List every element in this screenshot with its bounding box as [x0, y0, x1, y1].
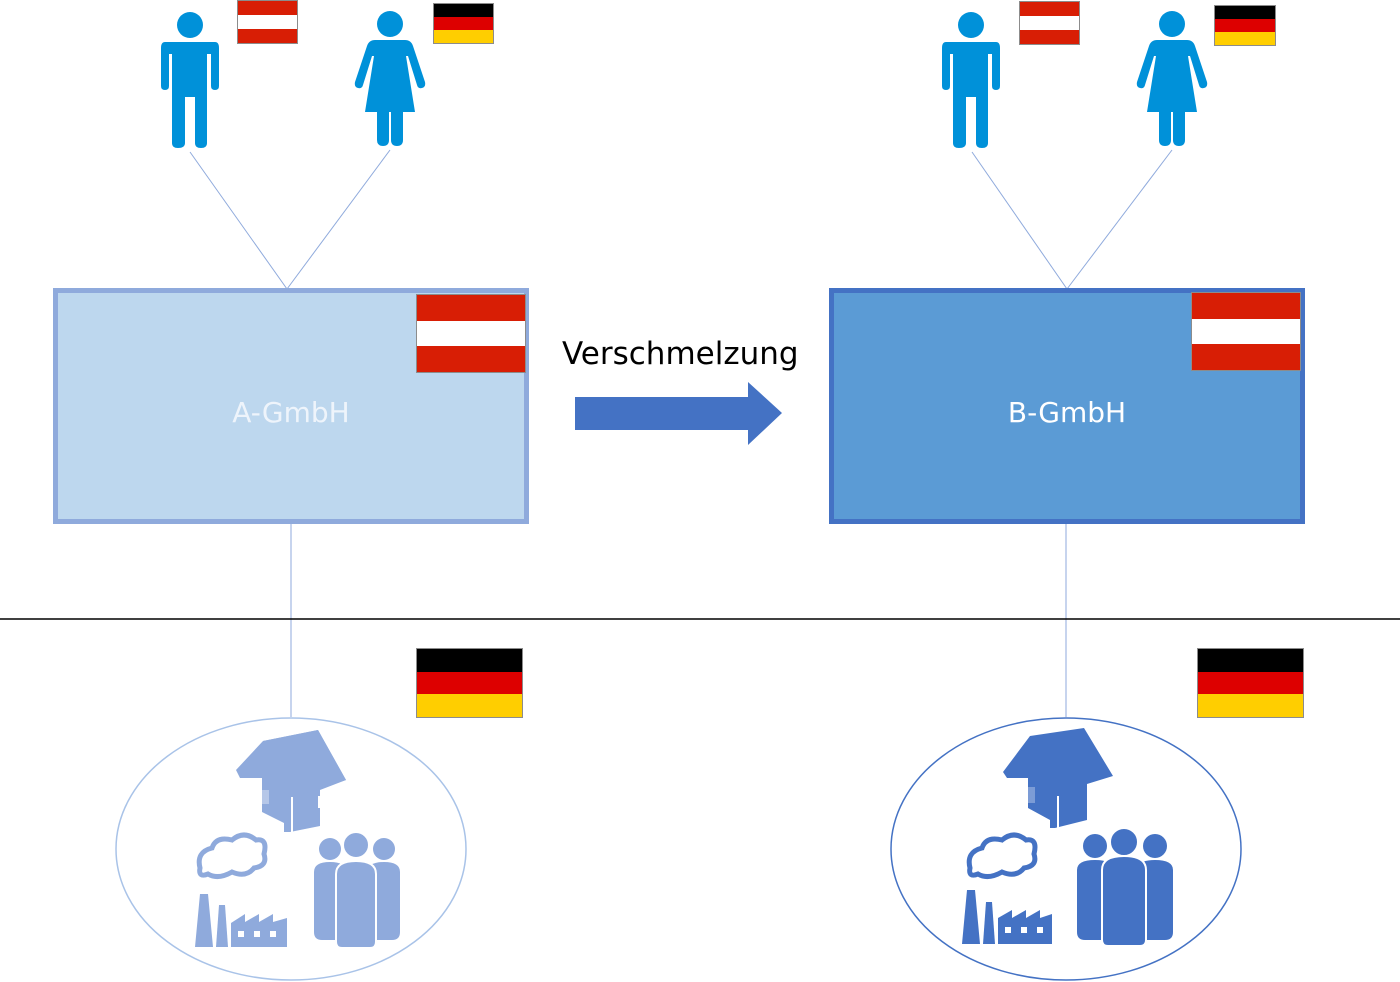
germany-flag [416, 648, 523, 718]
site-icons-b [962, 728, 1173, 947]
male-shareholder-icon [942, 12, 1000, 148]
austria-flag [416, 294, 526, 373]
austria-flag [1019, 1, 1080, 45]
merge-arrow [575, 382, 782, 445]
germany-flag [433, 3, 494, 44]
house-icon [1003, 728, 1113, 828]
shareholder-connector-b-male [971, 151, 1068, 290]
germany-flag [1197, 648, 1304, 718]
site-icons-a [195, 730, 400, 949]
germany-flag [1214, 5, 1276, 46]
shareholder-connector-a-male [189, 151, 288, 290]
people-group-icon [314, 831, 400, 949]
people-group-icon [1077, 827, 1173, 947]
shareholder-connector-a-female [286, 149, 391, 290]
female-shareholder-icon [1136, 11, 1208, 146]
female-shareholder-icon [354, 11, 426, 146]
factory-icon [962, 832, 1052, 944]
company-name-b: B-GmbH [1007, 395, 1127, 429]
male-shareholder-icon [161, 12, 219, 148]
austria-flag [237, 0, 298, 44]
factory-icon [195, 832, 287, 947]
merge-label: Verschmelzung [562, 336, 799, 372]
shareholder-connector-b-female [1066, 149, 1173, 290]
austria-flag [1191, 292, 1301, 371]
house-icon [236, 730, 346, 832]
company-name-a: A-GmbH [232, 395, 350, 429]
